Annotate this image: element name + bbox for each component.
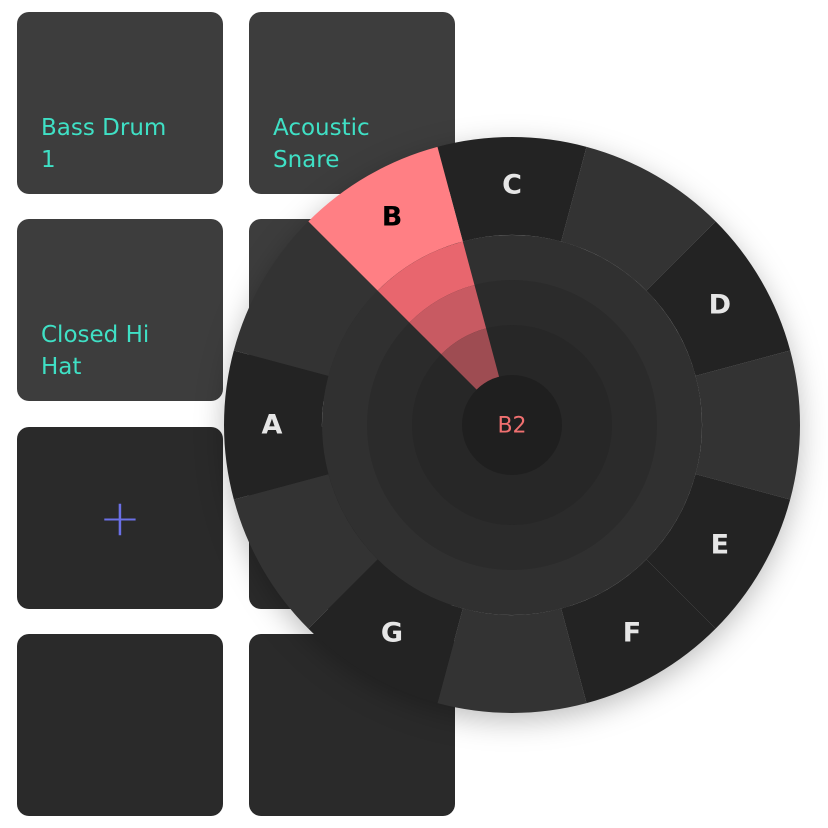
note-label: F — [623, 617, 641, 648]
note-segment-b[interactable] — [308, 146, 463, 291]
note-label: G — [381, 617, 403, 648]
note-segment-a[interactable] — [224, 350, 329, 500]
note-segment-f[interactable] — [561, 559, 716, 704]
note-segment-c[interactable] — [437, 136, 587, 242]
wheel-center[interactable] — [462, 375, 562, 475]
drum-pad[interactable] — [17, 634, 223, 816]
selected-octave-wedge — [441, 328, 500, 390]
selected-octave-wedge — [377, 241, 475, 323]
note-segment-e[interactable] — [646, 474, 791, 629]
note-segment-c-sharp[interactable] — [561, 146, 716, 291]
note-label: D — [709, 290, 731, 321]
note-segment-d-sharp[interactable] — [695, 350, 800, 500]
note-label: B — [382, 202, 403, 233]
drum-pad[interactable]: Bass Drum 1 — [17, 12, 223, 194]
selected-octave-wedge — [409, 284, 487, 355]
note-segment-d[interactable] — [646, 221, 791, 376]
drum-pad[interactable]: + — [17, 427, 223, 609]
drum-pad[interactable]: Closed Hi Hat — [17, 219, 223, 401]
drum-pad[interactable]: Acoustic Snare — [249, 12, 455, 194]
selected-note-display: B2 — [497, 414, 526, 439]
pad-label: Closed Hi Hat — [41, 322, 150, 380]
note-label: C — [502, 170, 522, 201]
note-segment-a-sharp[interactable] — [233, 221, 378, 376]
pad-label: Acoustic Snare — [273, 115, 370, 173]
note-segment-g[interactable] — [308, 559, 463, 704]
note-label: A — [262, 410, 283, 441]
note-label: E — [711, 530, 729, 561]
note-segment-f-sharp[interactable] — [437, 608, 587, 713]
plus-icon[interactable]: + — [99, 489, 141, 547]
pad-label: Bass Drum 1 — [41, 115, 167, 173]
note-segment-g-sharp[interactable] — [233, 474, 378, 629]
